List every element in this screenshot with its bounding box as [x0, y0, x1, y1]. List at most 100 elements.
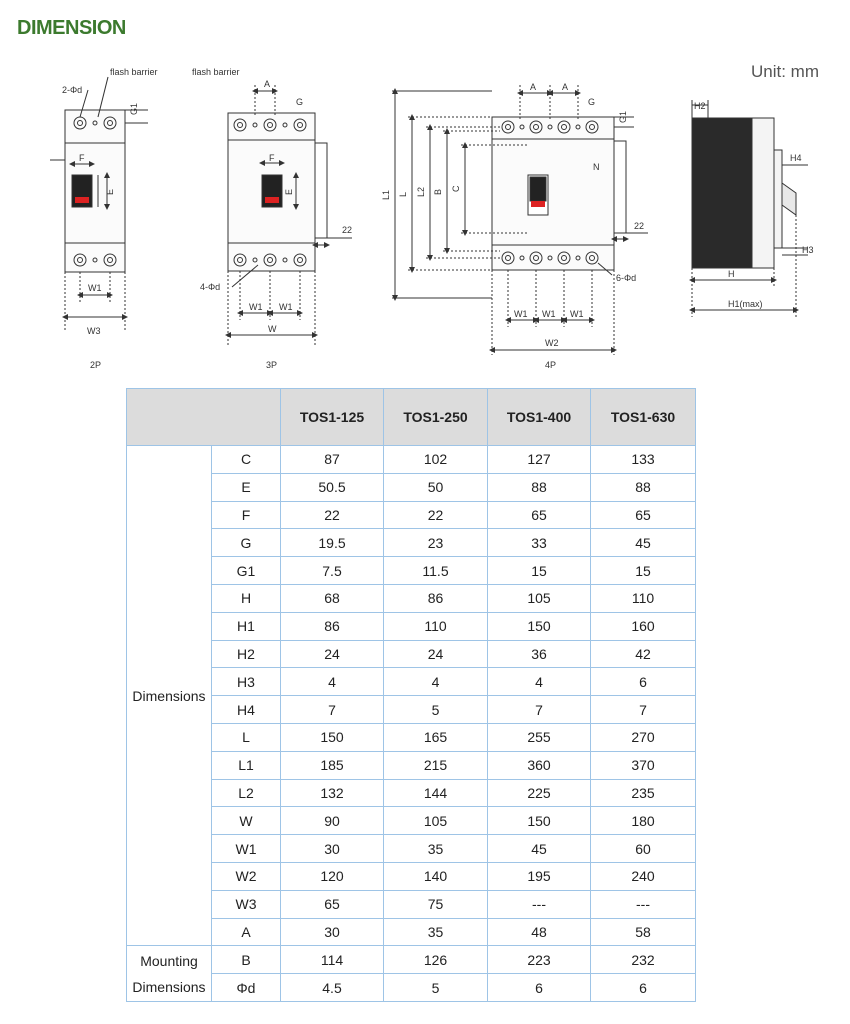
value-cell: 60: [590, 834, 696, 863]
value-cell: 132: [280, 778, 384, 808]
label-w2-4p: W2: [545, 338, 559, 348]
label-h2-side: H2: [694, 101, 706, 111]
value-cell: 7: [590, 695, 696, 724]
param-cell: W1: [211, 834, 281, 863]
label-a2-4p: A: [562, 82, 568, 92]
value-cell: 6: [590, 667, 696, 697]
value-cell: 36: [487, 639, 591, 669]
label-b-4p: B: [433, 189, 443, 195]
value-cell: 88: [590, 472, 696, 502]
value-cell: 15: [487, 556, 591, 585]
label-w1c-4p: W1: [570, 309, 584, 319]
param-cell: W: [211, 806, 281, 836]
value-cell: 195: [487, 861, 591, 891]
value-cell: 150: [487, 806, 591, 836]
value-cell: 370: [590, 750, 696, 780]
value-cell: 235: [590, 778, 696, 808]
group-dimensions: Dimensions: [126, 444, 212, 947]
label-w3-2p: W3: [87, 326, 101, 336]
value-cell: 160: [590, 611, 696, 641]
value-cell: 23: [383, 528, 488, 558]
value-cell: 58: [590, 917, 696, 947]
label-h1max-side: H1(max): [728, 299, 763, 309]
header-model-2: TOS1-250: [383, 388, 488, 446]
value-cell: 140: [383, 861, 488, 891]
value-cell: 22: [383, 500, 488, 530]
value-cell: 45: [487, 834, 591, 863]
param-cell: H1: [211, 611, 281, 641]
param-cell: F: [211, 500, 281, 530]
label-w1a-3p: W1: [249, 302, 263, 312]
value-cell: 88: [487, 472, 591, 502]
param-cell: G1: [211, 556, 281, 585]
label-flash-barrier-2p: flash barrier: [110, 67, 158, 77]
value-cell: 126: [383, 945, 488, 975]
value-cell: 105: [383, 806, 488, 836]
value-cell: 270: [590, 722, 696, 752]
label-l2-4p: L2: [416, 187, 426, 197]
value-cell: 65: [590, 500, 696, 530]
label-l-4p: L: [398, 192, 408, 197]
drawing-3p: [225, 85, 352, 345]
value-cell: 6: [590, 973, 696, 1002]
value-cell: 232: [590, 945, 696, 975]
label-g-3p: G: [296, 97, 303, 107]
value-cell: 48: [487, 917, 591, 947]
value-cell: 7: [280, 695, 384, 724]
value-cell: 360: [487, 750, 591, 780]
label-4-phi-d: 4-Φd: [200, 282, 220, 292]
value-cell: 105: [487, 583, 591, 613]
param-cell: W2: [211, 861, 281, 891]
value-cell: 185: [280, 750, 384, 780]
value-cell: 35: [383, 834, 488, 863]
value-cell: 30: [280, 917, 384, 947]
unit-label: Unit: mm: [751, 62, 819, 81]
label-a-3p: A: [264, 79, 270, 89]
label-w1b-4p: W1: [542, 309, 556, 319]
value-cell: 68: [280, 583, 384, 613]
value-cell: 150: [280, 722, 384, 752]
label-22-3p: 22: [342, 225, 352, 235]
label-f-3p: F: [269, 153, 275, 163]
label-2-phi-d: 2-Φd: [62, 85, 82, 95]
param-cell: E: [211, 472, 281, 502]
label-w1-2p: W1: [88, 283, 102, 293]
value-cell: 4: [487, 667, 591, 697]
param-cell: H2: [211, 639, 281, 669]
value-cell: 225: [487, 778, 591, 808]
drawing-side-view: [689, 100, 808, 317]
label-h-side: H: [728, 269, 735, 279]
param-cell: L: [211, 722, 281, 752]
page-title: DIMENSION: [17, 17, 126, 39]
value-cell: 33: [487, 528, 591, 558]
value-cell: 240: [590, 861, 696, 891]
label-g1-4p: G1: [618, 111, 628, 123]
group-mounting-line-2: Dimensions: [132, 978, 206, 995]
param-cell: C: [211, 445, 281, 474]
value-cell: 110: [590, 583, 696, 613]
param-cell: G: [211, 528, 281, 558]
value-cell: 255: [487, 722, 591, 752]
value-cell: 4: [280, 667, 384, 697]
value-cell: 114: [280, 945, 384, 975]
value-cell: 5: [383, 695, 488, 724]
value-cell: 7.5: [280, 556, 384, 585]
value-cell: ---: [590, 889, 696, 919]
param-cell: B: [211, 945, 281, 975]
header-model-1: TOS1-125: [280, 388, 384, 446]
label-h3-side: H3: [802, 245, 814, 255]
caption-4p: 4P: [545, 360, 556, 370]
dimension-drawings: 2-Φd flash barrier G1 F E W1 W3 2P: [50, 67, 814, 370]
